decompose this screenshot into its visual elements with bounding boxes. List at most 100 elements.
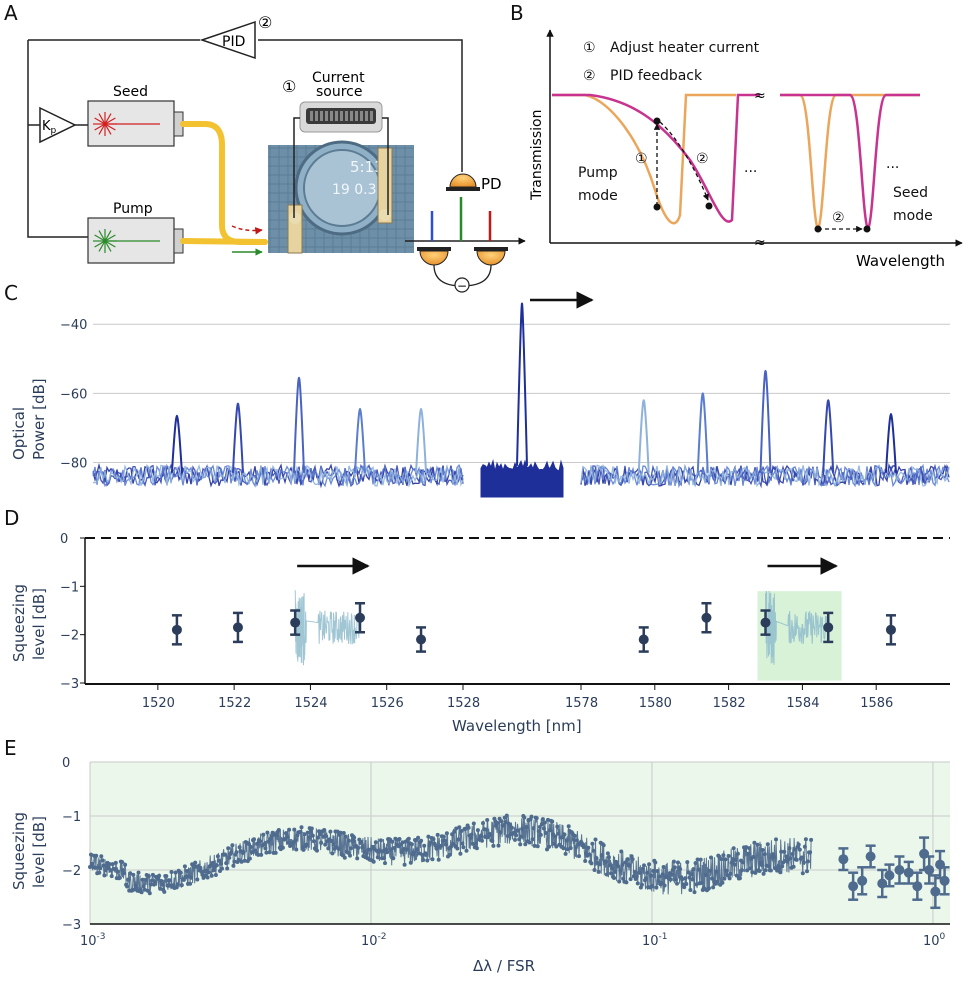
b-legend-1-mark: ① [583, 40, 596, 56]
e-dense-point [518, 842, 523, 847]
current-source-digit [315, 111, 318, 121]
d-x-tick-label: 1526 [371, 696, 404, 711]
e-dense-point [430, 857, 435, 862]
c-peak [231, 402, 244, 473]
e-dense-point [146, 874, 151, 879]
e-dense-point [479, 833, 483, 838]
e-dense-point [382, 856, 386, 861]
e-dense-point [539, 822, 544, 827]
e-data-point [838, 854, 849, 865]
e-dense-point [780, 864, 785, 869]
e-dense-point [531, 826, 536, 831]
d-data-point [701, 612, 712, 623]
e-dense-point [406, 836, 411, 841]
e-dense-point [273, 850, 278, 855]
e-dense-point [182, 864, 187, 869]
e-dense-point [668, 877, 673, 882]
e-dense-point [490, 839, 495, 843]
c-peak [637, 399, 650, 473]
e-dense-point [461, 845, 466, 850]
e-dense-point [751, 855, 756, 859]
e-dense-point [139, 890, 144, 895]
e-dense-point [699, 880, 704, 885]
e-dense-point [604, 872, 609, 877]
e-dense-point [800, 871, 805, 876]
e-dense-point [765, 842, 770, 847]
current-wire-left [293, 117, 300, 218]
e-dense-point [305, 830, 310, 835]
e-dense-point [220, 866, 224, 871]
e-dense-point [454, 826, 459, 831]
seed-label: Seed [113, 84, 148, 100]
e-dense-point [766, 864, 771, 869]
e-dense-point [167, 878, 172, 883]
e-dense-point [351, 838, 356, 843]
d-data-point [885, 624, 896, 635]
e-dense-point [424, 852, 429, 857]
e-dense-point [113, 860, 118, 865]
b-legend-1: Adjust heater current [610, 40, 760, 56]
e-dense-point [205, 875, 210, 880]
e-dense-point [744, 845, 749, 850]
e-dense-point [458, 851, 463, 856]
e-dense-point [680, 877, 685, 882]
e-dense-point [341, 831, 346, 835]
pd-label: PD [481, 175, 502, 193]
e-dense-point [329, 839, 334, 843]
c-peak [759, 369, 772, 473]
e-dense-point [473, 841, 478, 846]
d-y-tick-label: −1 [60, 580, 79, 595]
e-dense-point [625, 857, 630, 862]
e-dense-point [441, 834, 446, 839]
e-dense-point [553, 834, 558, 839]
e-dense-point [225, 866, 230, 871]
e-dense-point [735, 851, 740, 856]
e-dense-point [809, 837, 814, 842]
e-dense-point [338, 830, 343, 835]
e-dense-point [373, 840, 378, 845]
e-dense-point [669, 872, 674, 877]
e-dense-point [276, 828, 281, 832]
e-dense-point [746, 851, 751, 856]
e-dense-point [724, 868, 729, 873]
e-dense-point [630, 857, 635, 862]
e-dense-point [694, 882, 699, 887]
e-dense-point [355, 856, 360, 861]
pump-star-ray [104, 240, 112, 252]
e-dense-point [538, 832, 543, 837]
e-dense-point [322, 828, 327, 832]
e-dense-point [695, 857, 700, 862]
e-dense-point [443, 842, 448, 847]
e-dense-point [433, 843, 438, 848]
e-dense-point [258, 839, 263, 844]
e-dense-point [239, 859, 244, 864]
e-dense-point [293, 838, 298, 843]
d-data-point [355, 612, 366, 623]
e-dense-point [808, 850, 813, 855]
e-dense-point [621, 876, 626, 881]
e-dense-point [234, 850, 239, 855]
pump-star-ray [98, 230, 106, 242]
e-dense-point [153, 880, 157, 884]
e-dense-point [649, 873, 654, 878]
e-dense-point [650, 884, 655, 889]
d-data-point [232, 622, 243, 633]
e-dense-point [655, 869, 660, 873]
seed-star-ray [98, 113, 106, 125]
e-dense-point [647, 862, 652, 867]
panel-label-c: C [4, 281, 18, 305]
pump-laser-star-icon [93, 229, 117, 253]
e-dense-point [548, 828, 553, 833]
e-data-point [903, 867, 914, 878]
e-dense-point [466, 825, 471, 830]
b-mark-2-seed: ② [832, 210, 845, 226]
e-dense-point [160, 882, 165, 887]
e-dense-point [442, 838, 447, 843]
e-dense-point [778, 870, 783, 875]
e-dense-point [612, 876, 617, 880]
e-x-label: Δλ / FSR [473, 957, 535, 975]
e-dense-point [728, 871, 733, 876]
e-dense-point [619, 849, 624, 854]
e-dense-point [88, 865, 92, 869]
e-dense-point [743, 848, 748, 853]
